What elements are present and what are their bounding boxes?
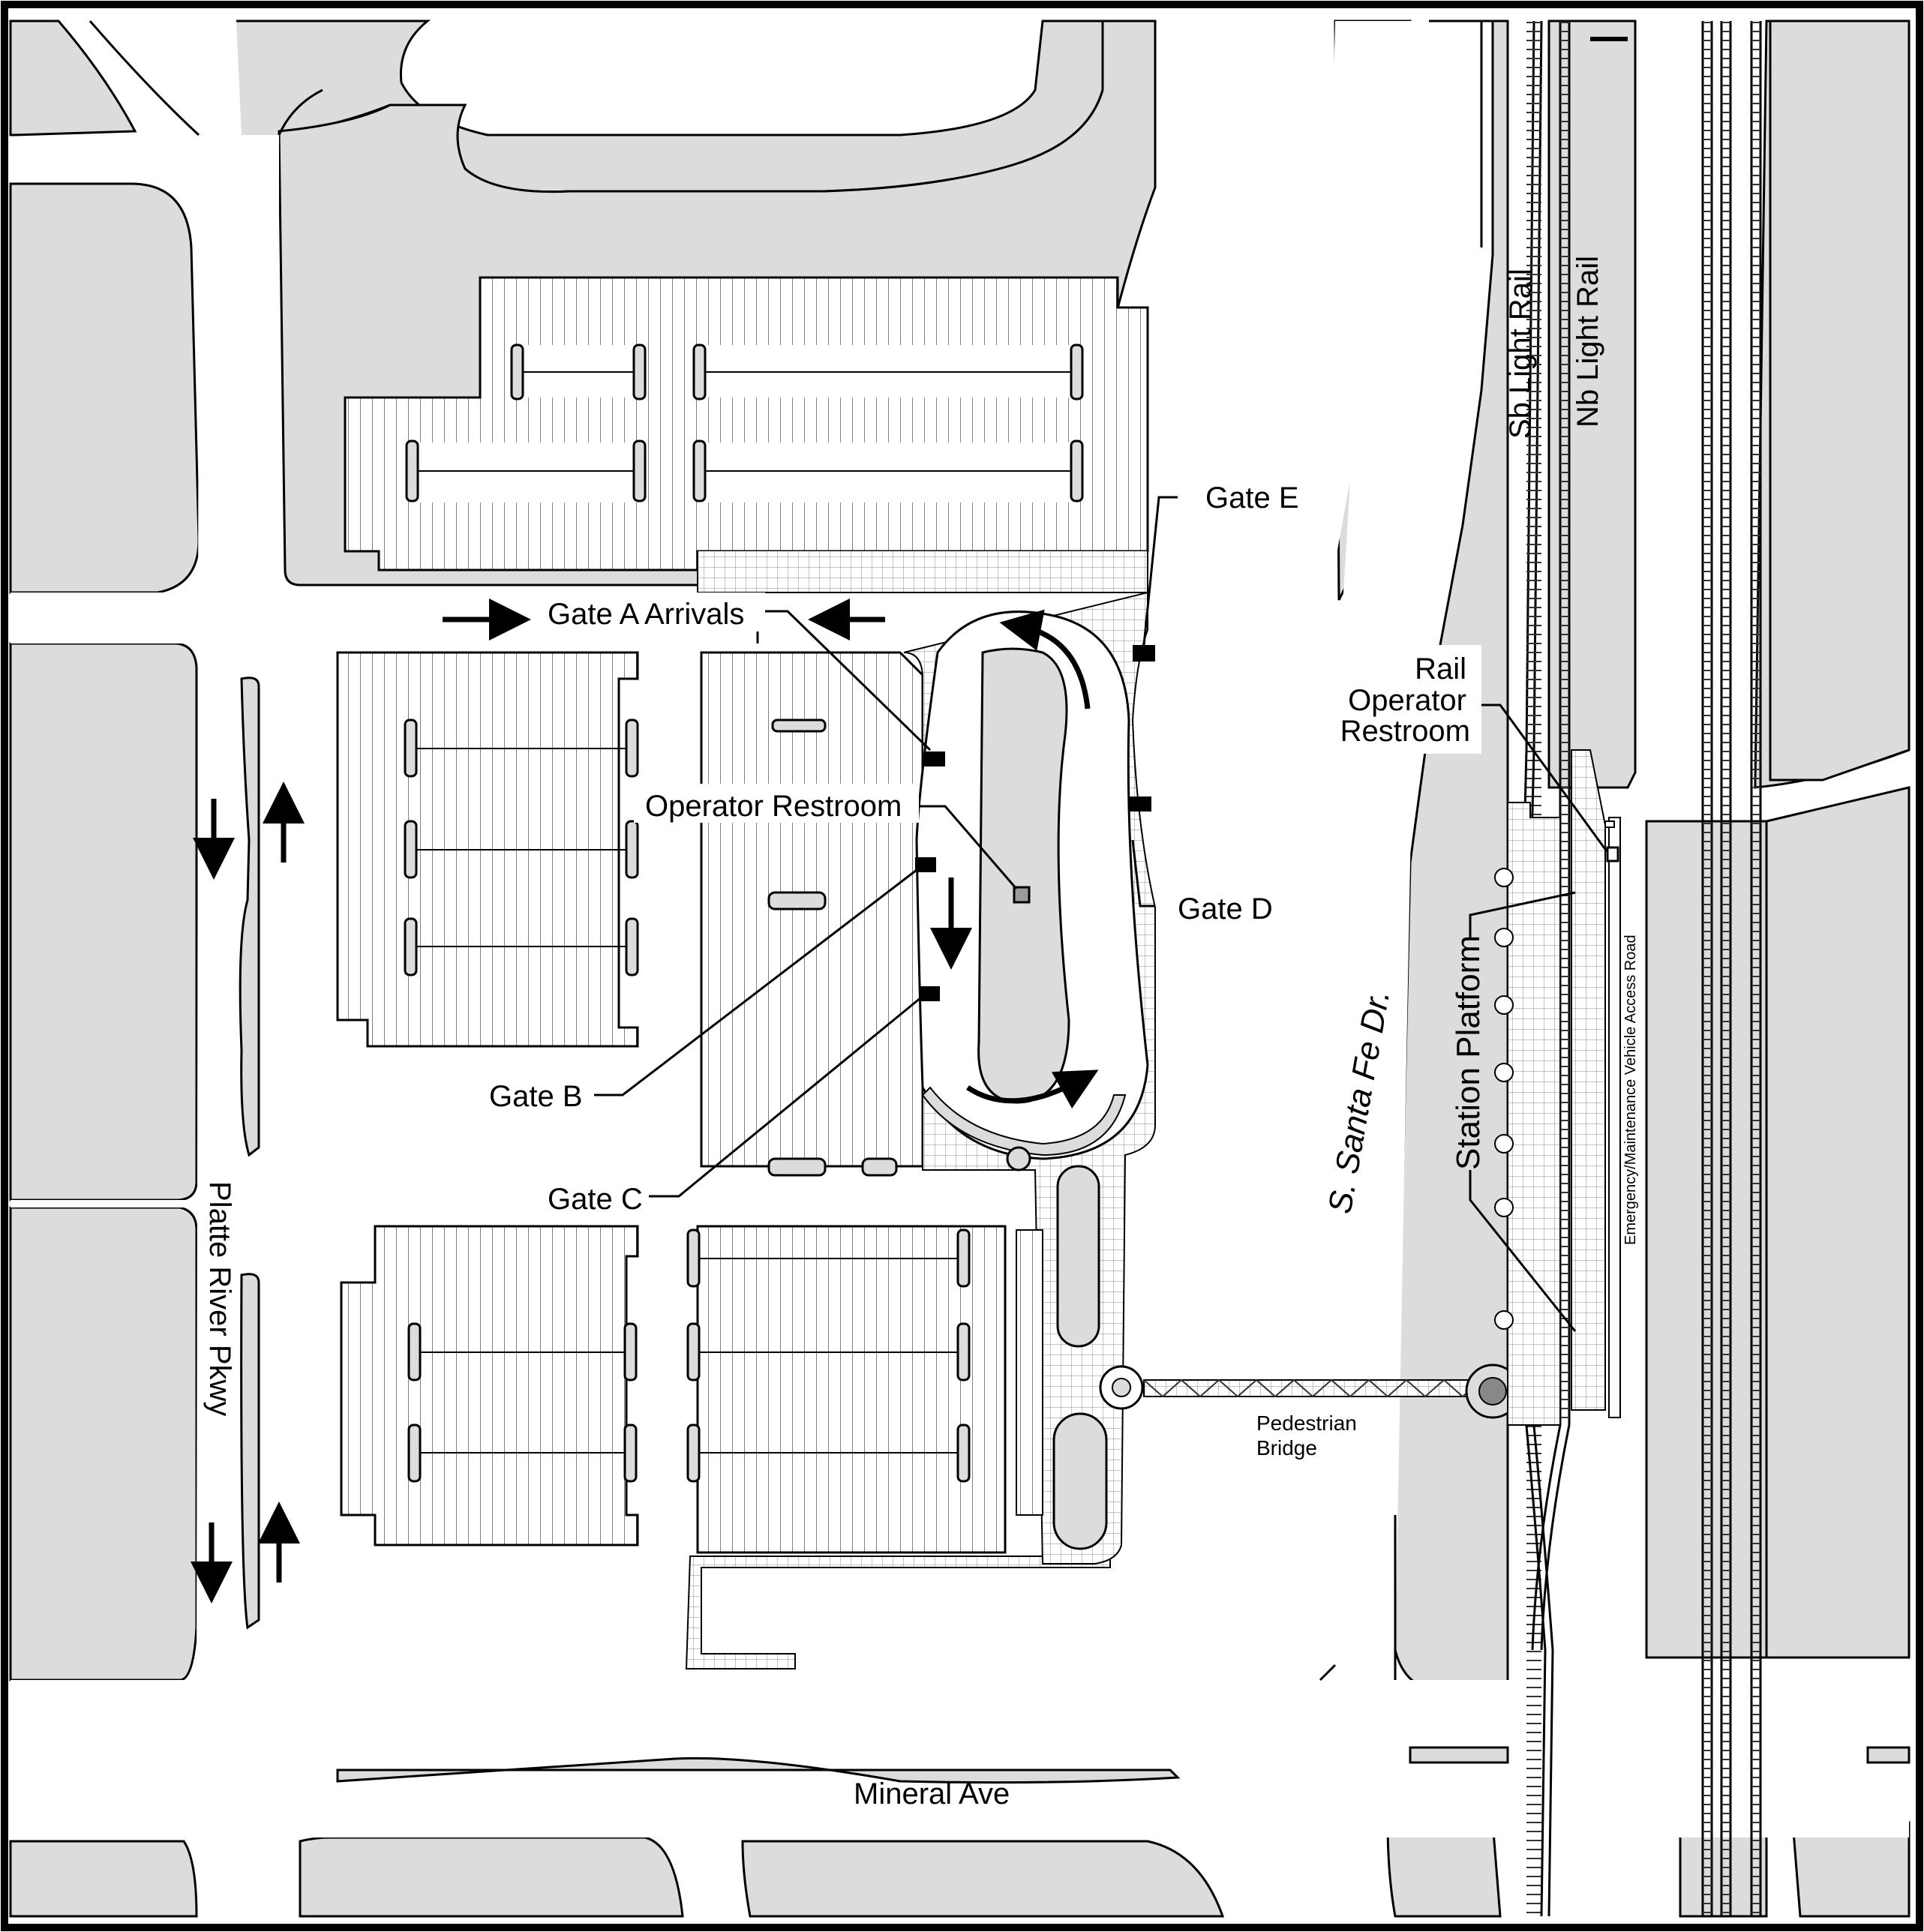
operator-restroom-marker (1013, 886, 1031, 904)
platte-medians (239, 676, 1910, 1784)
rail-restroom-marker (1606, 846, 1619, 862)
station-platform-area (1494, 749, 1621, 1426)
gate-d-marker (1129, 796, 1151, 812)
pedestrian-bridge-label-1: Pedestrian (1256, 1412, 1357, 1435)
parking-lot-south (340, 1225, 1111, 1670)
gate-c-marker (919, 986, 940, 1001)
label-backgrounds (480, 476, 1481, 1221)
pedestrian-bridge-label-2: Bridge (1256, 1436, 1317, 1460)
mineral-ave-label: Mineral Ave (854, 1778, 1010, 1810)
parking-lot-north (344, 276, 1149, 593)
station-platform-label: Station Platform (1450, 935, 1487, 1170)
gate-e-label: Gate E (1205, 482, 1299, 514)
rail-restroom-label-1: Rail (1415, 652, 1466, 686)
gate-c-label: Gate C (548, 1183, 643, 1216)
bus-loop-arrows (966, 609, 1099, 1109)
gate-e-marker (1133, 645, 1155, 662)
gate-a-marker (924, 752, 945, 766)
sb-light-rail-label: Sb Light Rail (1504, 268, 1537, 439)
rail-restroom-label-3: Restroom (1340, 715, 1470, 748)
parking-lot-centre (700, 651, 924, 1177)
leader-lines (593, 496, 1608, 1332)
platte-river-pkwy-label: Platte River Pkwy (203, 1181, 236, 1416)
access-road-label: Emergency/Maintenance Vehicle Access Roa… (1622, 934, 1639, 1245)
gate-b-label: Gate B (489, 1080, 583, 1113)
operator-restroom-label: Operator Restroom (645, 790, 902, 823)
gate-a-label: Gate A Arrivals (548, 598, 744, 631)
gate-d-label: Gate D (1178, 892, 1273, 926)
nb-light-rail-label: Nb Light Rail (1571, 256, 1604, 428)
traffic-arrows (191, 598, 972, 1604)
gate-markers (915, 645, 1155, 1001)
pedestrian-bridge (1099, 1364, 1520, 1419)
rail-restroom-label-2: Operator (1348, 684, 1466, 717)
parking-lot-west (336, 651, 639, 1048)
gate-b-marker (915, 857, 936, 872)
